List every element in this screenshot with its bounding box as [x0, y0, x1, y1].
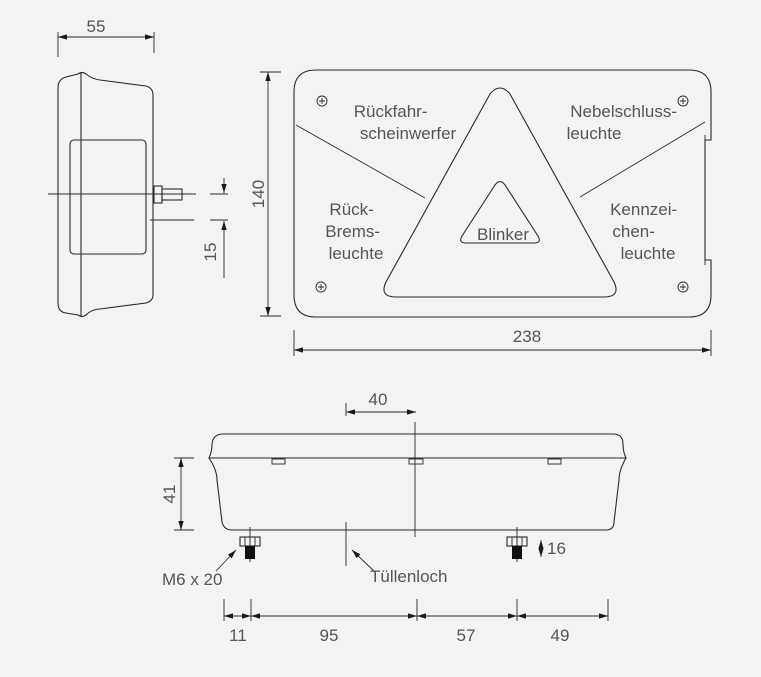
side-view: 55 15 140 — [48, 17, 281, 318]
bottom-view: 40 41 Tüllenloch M6 x 20 16 — [160, 390, 627, 645]
dim-stud-offset: 15 — [201, 243, 220, 262]
indicator-triangle — [383, 87, 617, 298]
dim-seg-3: 57 — [457, 626, 476, 645]
bolt-right — [506, 527, 528, 562]
front-view: Rückfahr- scheinwerfer Nebelschluss- leu… — [293, 69, 712, 356]
label-plate-light: Kennzei- chen- leuchte — [610, 200, 682, 263]
label-indicator: Blinker — [477, 225, 529, 244]
dim-width: 238 — [513, 327, 541, 346]
dim-body-depth: 41 — [160, 485, 179, 504]
dim-bolt-length: 16 — [547, 539, 566, 558]
label-brake-light: Rück- Brems- leuchte — [325, 200, 385, 263]
stud — [153, 185, 183, 204]
bottom-dimension-chain: 11 95 57 49 — [223, 599, 609, 645]
dim-centre-offset: 40 — [369, 390, 388, 409]
dim-seg-2: 95 — [320, 626, 339, 645]
label-bolt: M6 x 20 — [162, 570, 222, 589]
dim-side-depth: 55 — [87, 17, 106, 36]
label-fog-light: Nebelschluss- leuchte — [567, 102, 682, 143]
dim-height: 140 — [249, 180, 268, 208]
dim-seg-4: 49 — [551, 626, 570, 645]
dim-seg-1: 11 — [229, 626, 247, 645]
label-grommet-hole: Tüllenloch — [370, 567, 448, 586]
screw-icons — [315, 95, 689, 293]
label-reverse-light: Rückfahr- scheinwerfer — [354, 102, 457, 143]
bolt-left — [239, 527, 261, 562]
